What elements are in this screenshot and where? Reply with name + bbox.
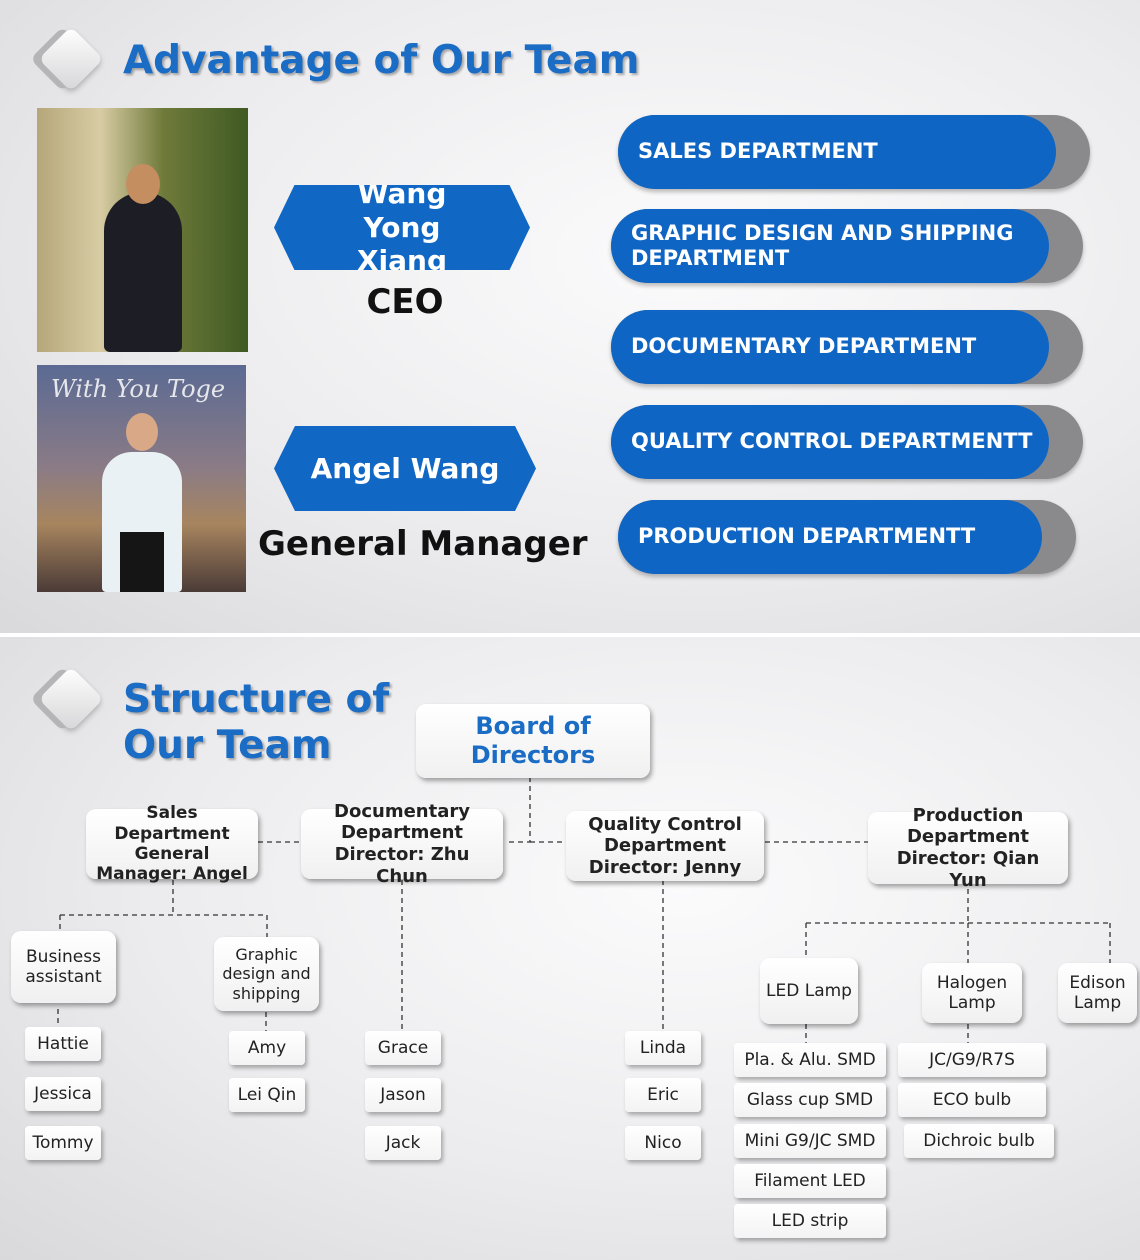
dept-pill-documentary: DOCUMENTARY DEPARTMENT (611, 310, 1083, 384)
dept-pill-graphic: GRAPHIC DESIGN AND SHIPPING DEPARTMENT (611, 209, 1083, 283)
led-item-glass-cup-smd: Glass cup SMD (734, 1083, 886, 1117)
gm-photo: With You Toge (37, 365, 246, 592)
member-amy: Amy (229, 1031, 305, 1065)
advantage-panel: Advantage of Our Team With You Toge Wang… (0, 0, 1140, 637)
ceo-name: Wang Yong Xiang (356, 177, 448, 278)
halogen-lamp-box: Halogen Lamp (922, 963, 1022, 1023)
ceo-name-badge: Wang Yong Xiang (274, 185, 530, 270)
dept-pill-sales: SALES DEPARTMENT (618, 115, 1090, 189)
structure-title: Structure of Our Team (123, 677, 389, 769)
dept-pill-quality: QUALITY CONTROL DEPARTMENTT (611, 405, 1083, 479)
advantage-title: Advantage of Our Team (123, 38, 640, 83)
ceo-photo (37, 108, 248, 352)
dept-label-production: PRODUCTION DEPARTMENTT (638, 524, 976, 549)
led-item-mini-g9-jc-smd: Mini G9/JC SMD (734, 1124, 886, 1158)
member-grace: Grace (365, 1031, 441, 1065)
led-item-filament-led: Filament LED (734, 1164, 886, 1198)
member-eric: Eric (625, 1078, 701, 1112)
halogen-item-dichroic-bulb: Dichroic bulb (904, 1124, 1054, 1158)
dept-label-quality: QUALITY CONTROL DEPARTMENTT (631, 429, 1033, 454)
dept-label-sales: SALES DEPARTMENT (638, 139, 878, 164)
gm-legs (119, 532, 164, 592)
led-lamp-box: LED Lamp (760, 958, 858, 1024)
gm-photo-caption: With You Toge (51, 375, 226, 403)
quality-control-box: Quality Control Department Director: Jen… (566, 811, 764, 881)
gm-head (125, 413, 158, 451)
member-nico: Nico (625, 1126, 701, 1160)
dept-pill-production: PRODUCTION DEPARTMENTT (618, 500, 1076, 574)
member-jack: Jack (365, 1126, 441, 1160)
member-hattie: Hattie (25, 1027, 101, 1061)
member-lei-qin: Lei Qin (229, 1078, 305, 1112)
production-department-box: Production Department Director: Qian Yun (868, 805, 1068, 891)
member-jason: Jason (365, 1078, 441, 1112)
gm-name: Angel Wang (310, 451, 500, 485)
edison-lamp-box: Edison Lamp (1058, 963, 1137, 1023)
member-jessica: Jessica (25, 1077, 101, 1111)
member-linda: Linda (625, 1031, 701, 1065)
documentary-department-box: Documentary Department Director: Zhu Chu… (301, 801, 503, 887)
structure-title-line1: Structure of (123, 677, 390, 722)
diamond-icon (38, 26, 104, 92)
org-connectors (57, 777, 1111, 1047)
ceo-role: CEO (366, 282, 444, 322)
ceo-figure (103, 192, 182, 352)
business-assistant-box: Business assistant (11, 931, 116, 1003)
dept-label-graphic: GRAPHIC DESIGN AND SHIPPING DEPARTMENT (631, 220, 1014, 270)
structure-panel: Structure of Our Team Board of Directors… (0, 637, 1140, 1260)
gm-role: General Manager (258, 524, 588, 564)
graphic-design-box: Graphic design and shipping (214, 937, 319, 1011)
gm-name-badge: Angel Wang (274, 426, 536, 511)
led-item-pla-alu-smd: Pla. & Alu. SMD (734, 1043, 886, 1077)
led-item-led-strip: LED strip (734, 1204, 886, 1238)
halogen-item-jc-g9-r7s: JC/G9/R7S (898, 1043, 1046, 1077)
board-of-directors: Board of Directors (416, 704, 650, 778)
sales-department-box: Sales Department General Manager: Angel (86, 803, 258, 884)
ceo-head (125, 164, 160, 204)
member-tommy: Tommy (25, 1126, 101, 1160)
structure-title-line2: Our Team (123, 723, 332, 769)
halogen-item-eco-bulb: ECO bulb (898, 1083, 1046, 1117)
dept-label-documentary: DOCUMENTARY DEPARTMENT (631, 334, 977, 359)
